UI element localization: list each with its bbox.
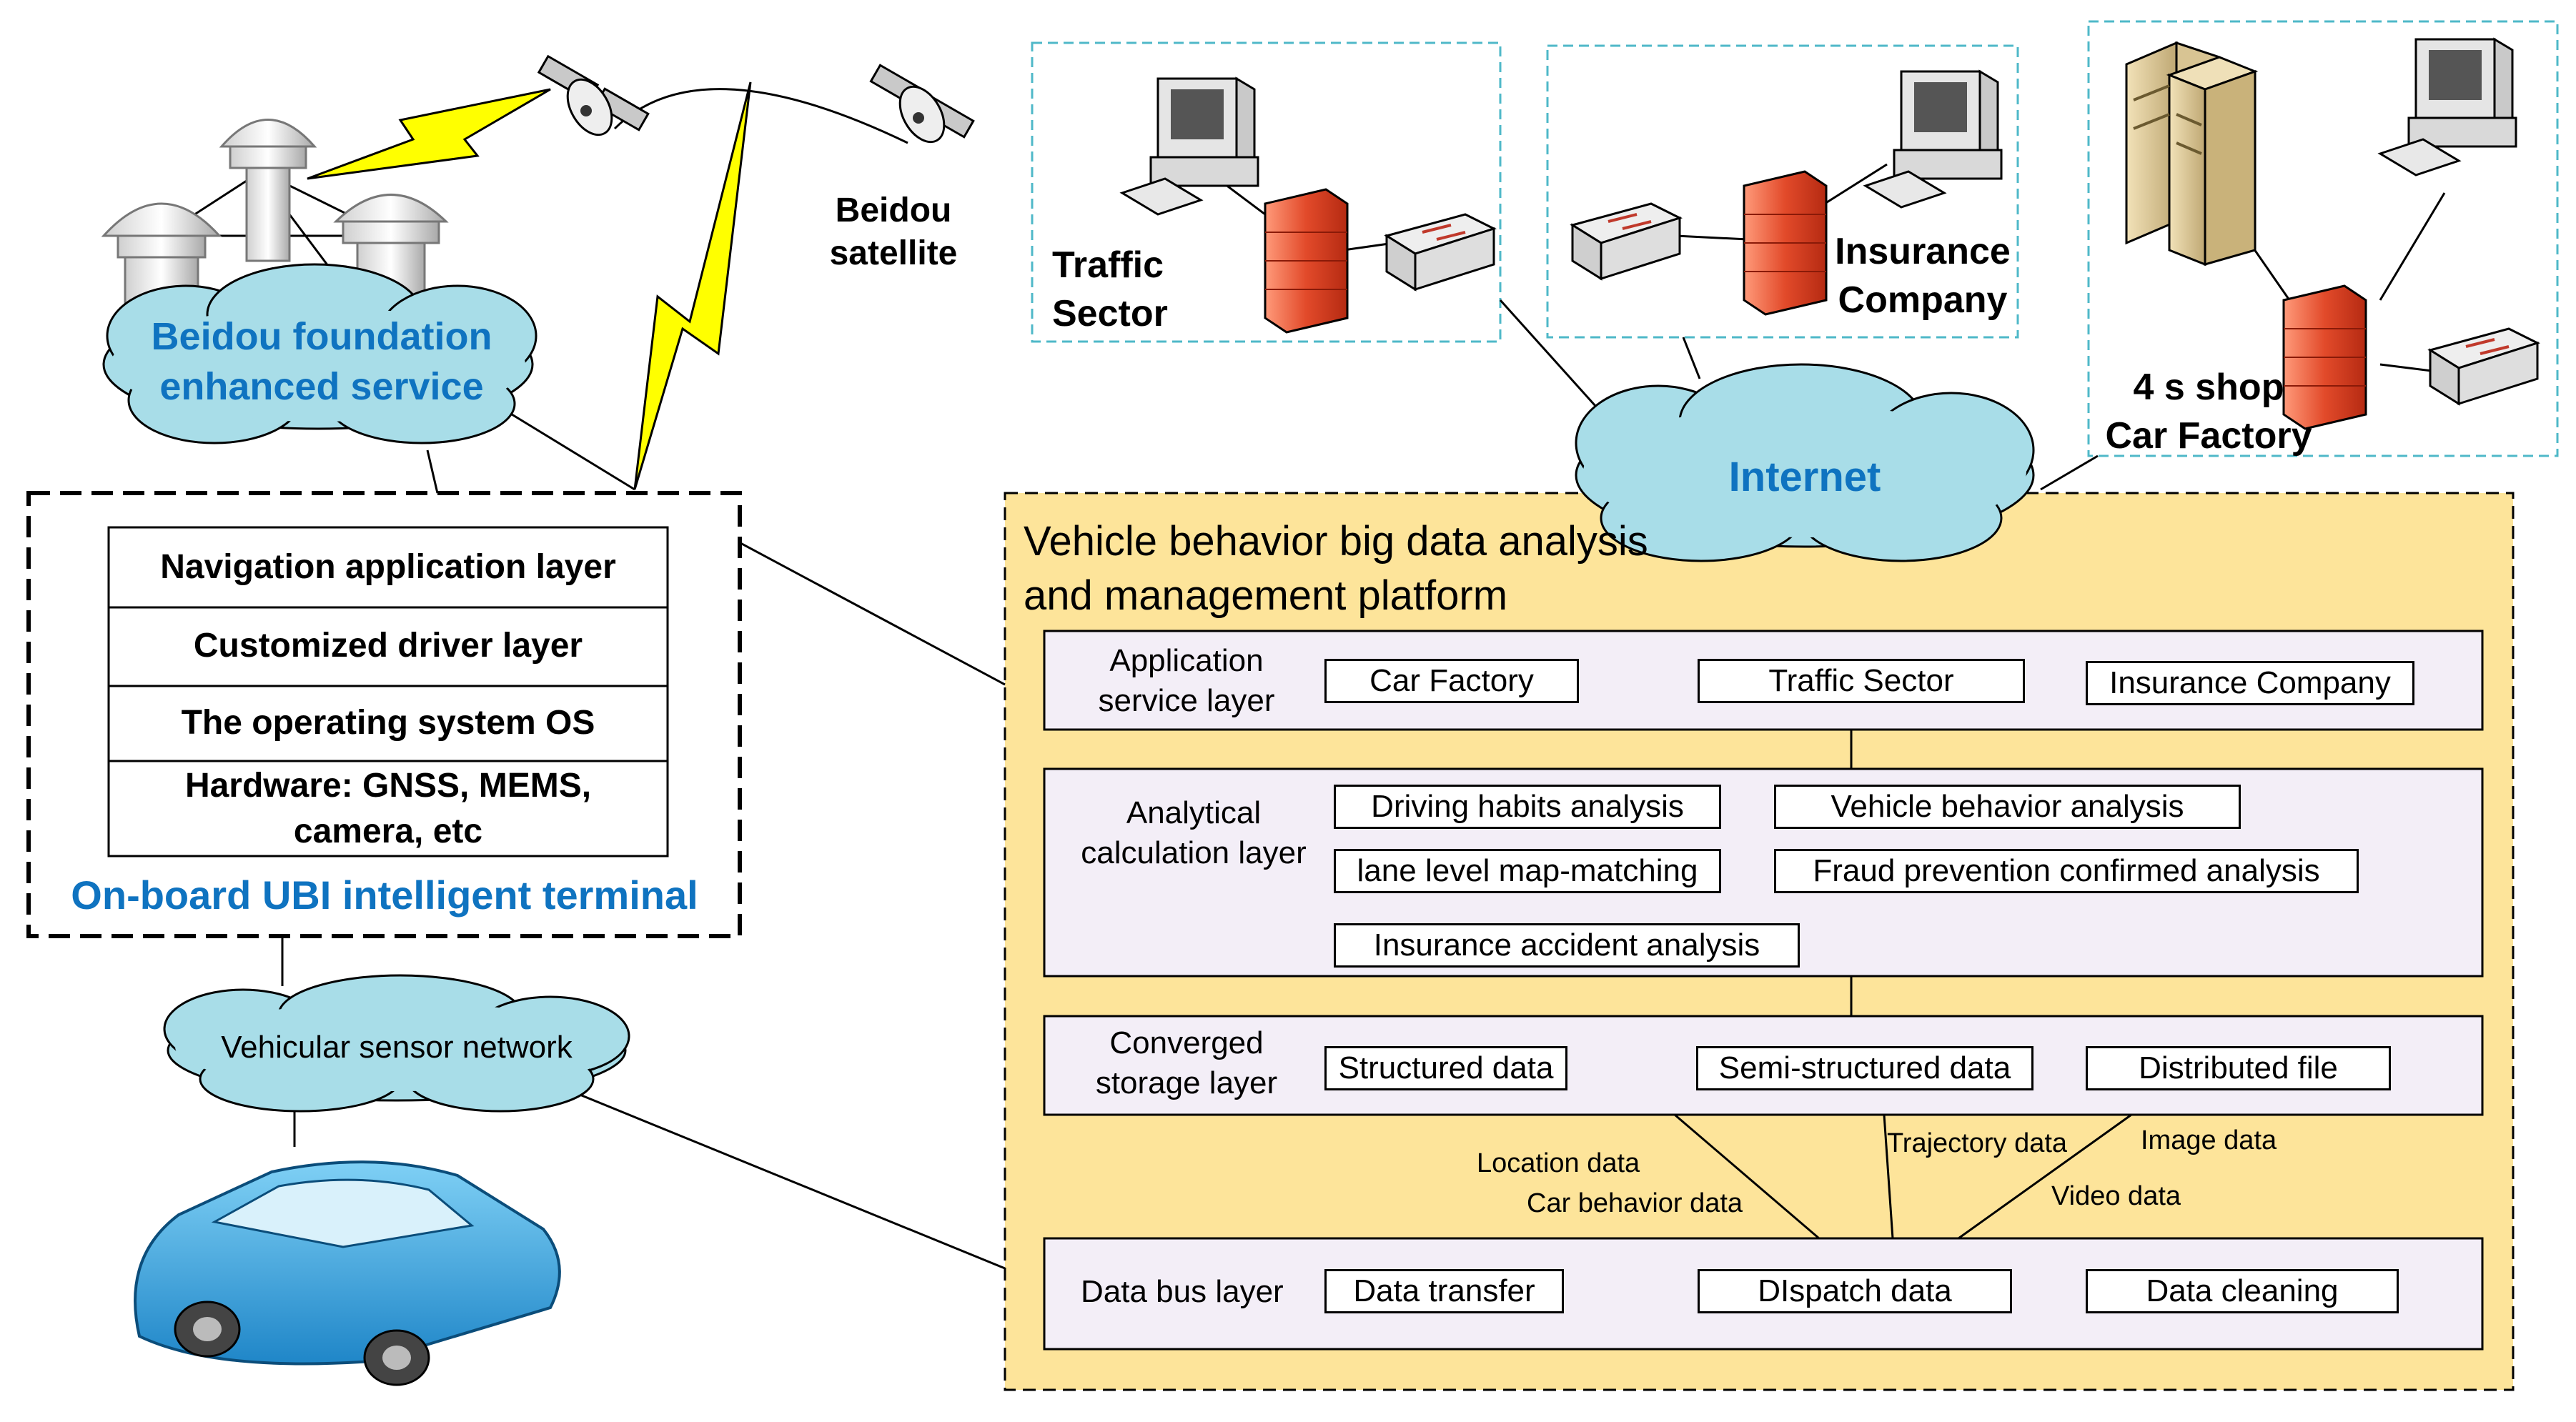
network-switch-icon [1570,202,1683,281]
lightning-bolt-icon [307,88,551,180]
terminal-layer-navigation: Navigation application layer [160,548,616,586]
lightning-bolt-icon [633,81,752,490]
analytical-layer-label-line1: Analytical [1126,795,1262,830]
application-layer-label: Application service layer [1058,641,1315,721]
app-item-insurance-company: Insurance Company [2086,661,2414,705]
sensor-cloud-label: Vehicular sensor network [221,1030,573,1065]
bus-item-dispatch-data: DIspatch data [1698,1269,2012,1313]
sensor-cloud-shape [163,974,630,1113]
app-item-car-factory: Car Factory [1324,659,1579,703]
ground-station-icon [219,119,317,262]
beidou-cloud-label: Beidou foundation enhanced service [100,312,543,412]
terminal-title: On-board UBI intelligent terminal [71,872,698,918]
storage-item-semi-structured: Semi-structured data [1696,1046,2033,1090]
app-item-traffic-sector: Traffic Sector [1698,659,2025,703]
computer-icon [1863,69,2003,209]
car-icon [134,1160,561,1386]
terminal-layer-driver: Customized driver layer [193,627,583,665]
analytical-item-fraud-prevention: Fraud prevention confirmed analysis [1774,849,2359,893]
bus-item-data-cleaning: Data cleaning [2086,1269,2399,1313]
analytical-item-insurance-accident: Insurance accident analysis [1334,923,1800,968]
server-icon [2125,41,2259,267]
internet-cloud-label: Internet [1728,454,1881,500]
car-factory-line1: 4 s shop [2133,367,2284,408]
analytical-item-driving-habits: Driving habits analysis [1334,785,1721,829]
analytical-item-lane-matching: lane level map-matching [1334,849,1721,893]
platform-title: Vehicle behavior big data analysis and m… [1024,514,2096,623]
insurance-company-frame [1546,44,2019,339]
satellite-icon [869,64,975,144]
bus-item-data-transfer: Data transfer [1324,1269,1564,1313]
storage-item-structured: Structured data [1324,1046,1567,1090]
flow-label-location: Location data [1477,1148,1640,1178]
satellite-icon [537,54,650,136]
satellite-label: Beidou satellite [808,189,979,275]
firewall-icon [1264,188,1349,334]
terminal-layer-os: The operating system OS [181,704,595,742]
firewall-icon [1743,170,1828,316]
flow-label-video: Video data [2051,1181,2181,1211]
firewall-icon [2282,284,2367,430]
terminal-layer-hardware: Hardware: GNSS, MEMS, camera, etc [109,763,668,855]
terminal-layer-hardware-line2: camera, etc [293,812,483,850]
internet-cloud-shape [1575,363,2035,562]
traffic-sector-line1: Traffic [1052,244,1164,286]
bus-layer-label: Data bus layer [1081,1274,1284,1309]
storage-item-distributed-file: Distributed file [2086,1046,2391,1090]
car-factory-line2: Car Factory [2105,415,2312,457]
application-layer-label-line1: Application [1109,643,1264,678]
satellite-label-line1: Beidou [835,192,952,229]
traffic-sector-frame [1031,41,1502,343]
analytical-layer-label-line2: calculation layer [1081,835,1307,870]
insurance-company-line1: Insurance [1835,231,2011,272]
computer-icon [2377,37,2517,176]
network-switch-icon [1384,213,1497,292]
traffic-sector-label: Traffic Sector [1052,241,1267,338]
beidou-cloud-line2: enhanced service [159,365,484,408]
satellite-label-line2: satellite [829,234,958,272]
flow-label-car-behavior: Car behavior data [1527,1188,1743,1218]
storage-layer-label: Converged storage layer [1058,1023,1315,1103]
beidou-cloud-shape [102,263,538,444]
insurance-company-line2: Company [1838,279,2008,321]
storage-layer-label-line2: storage layer [1095,1065,1278,1100]
flow-label-image: Image data [2141,1125,2277,1155]
analytical-item-vehicle-behavior: Vehicle behavior analysis [1774,785,2241,829]
flow-label-trajectory: Trajectory data [1887,1128,2068,1158]
car-factory-frame [2087,20,2559,457]
beidou-cloud-line1: Beidou foundation [151,315,492,358]
terminal-panel [26,491,742,938]
traffic-sector-line2: Sector [1052,293,1168,334]
platform-title-line1: Vehicle behavior big data analysis [1024,518,1648,565]
terminal-layer-hardware-line1: Hardware: GNSS, MEMS, [184,767,592,805]
analytical-layer-label: Analytical calculation layer [1058,793,1329,873]
car-factory-label: 4 s shop Car Factory [2073,363,2344,460]
application-layer-label-line2: service layer [1098,683,1275,718]
insurance-company-label: Insurance Company [1815,227,2030,324]
computer-icon [1119,76,1259,216]
storage-layer-label-line1: Converged [1109,1025,1264,1060]
platform-title-line2: and management platform [1024,572,1508,619]
network-switch-icon [2427,327,2540,406]
